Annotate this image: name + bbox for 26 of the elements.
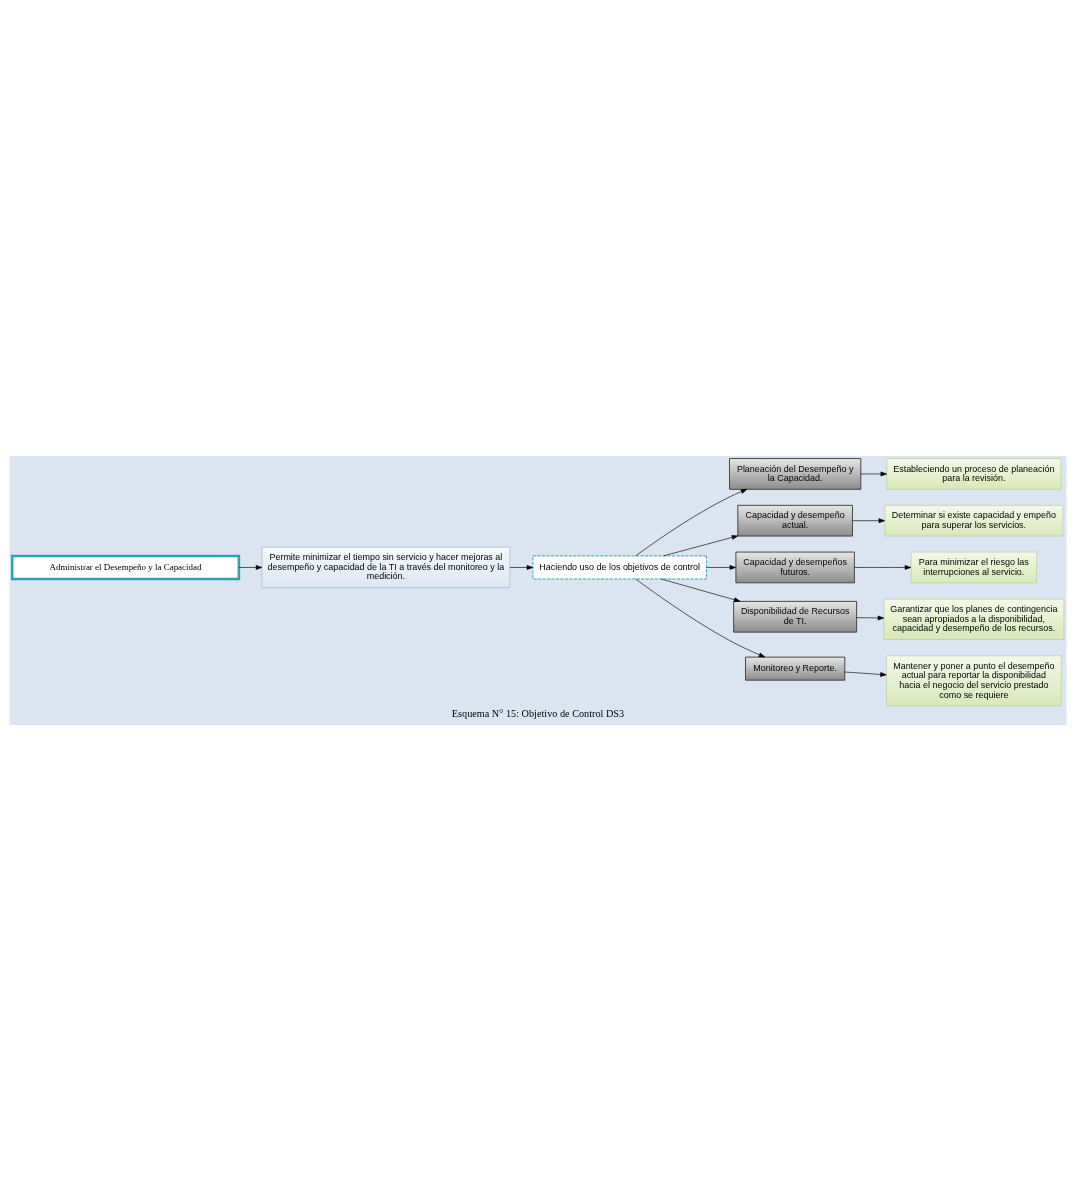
arrow (635, 489, 748, 557)
node-box: Garantizar que los planes de contingencia sean apropiados a la disponibilidad, capacidad y desempeño de los recursos. (883, 598, 1065, 640)
arrow (860, 471, 887, 477)
caption: Esquema N° 15: Objetivo de Control DS3 (451, 707, 625, 719)
arrow (706, 565, 737, 570)
arrow (854, 565, 912, 570)
arrow (238, 565, 263, 570)
node-box: Permite minimizar el tiempo sin servicio y hacer mejoras al desempeño y capacidad de la TI a través del monitoreo y la medición. (261, 546, 511, 588)
arrow (844, 671, 887, 677)
arrow (663, 535, 739, 557)
arrow (635, 578, 766, 658)
node-box: Estableciendo un proceso de planeación para la revisión. (886, 458, 1062, 490)
node-box: Capacidad y desempeños futuros. (735, 551, 855, 584)
node-box: Determinar si existe capacidad y empeño para superar los servicios. (884, 505, 1064, 537)
node-box: Capacidad y desempeño actual. (737, 504, 853, 537)
node-box: Administrar el Desempeño y la Capacidad (10, 554, 241, 581)
arrow (660, 578, 741, 603)
arrow (856, 615, 885, 621)
node-box: Haciendo uso de los objetivos de control (532, 555, 707, 580)
arrow (852, 518, 885, 524)
node-box: Monitoreo y Reporte. (745, 656, 846, 681)
arrow (509, 565, 534, 570)
node-box: Planeación del Desempeño y la Capacidad. (729, 458, 862, 490)
node-box: Para minimizar el riesgo las interrupciones al servicio. (910, 551, 1037, 584)
node-box: Disponibilidad de Recursos de TI. (733, 600, 858, 633)
node-box: Mantener y poner a punto el desempeño actual para reportar la disponibilidad hacia el negocio del servicio prestado como se requiere (886, 655, 1062, 707)
